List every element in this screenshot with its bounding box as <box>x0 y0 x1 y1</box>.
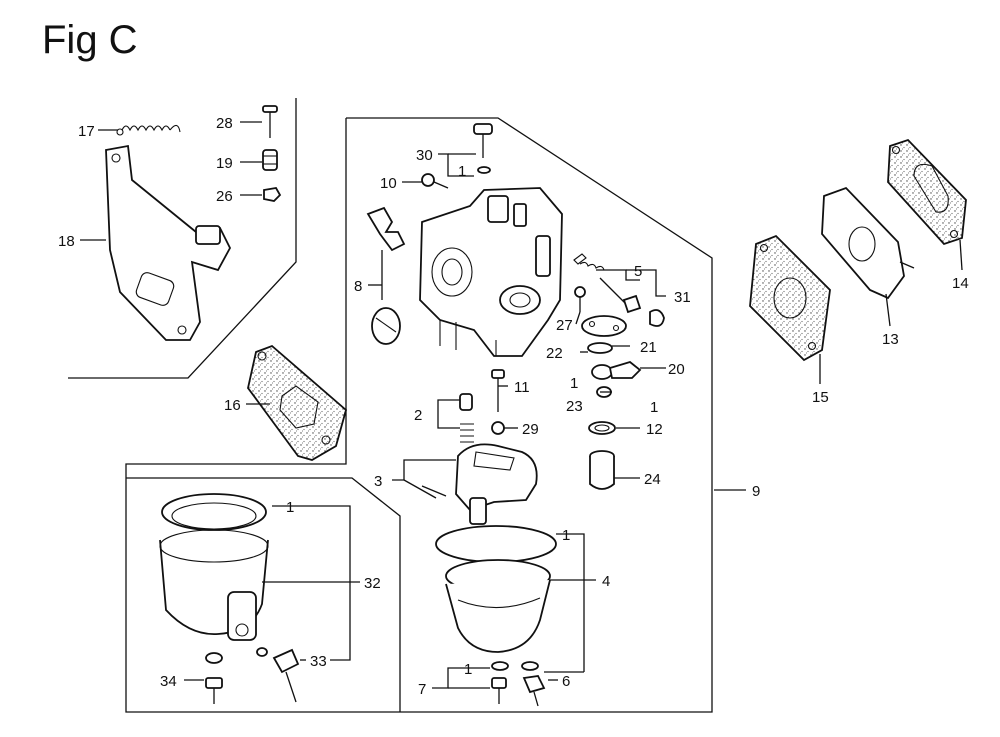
callout-16: 16 <box>224 397 241 414</box>
callout-9: 9 <box>752 483 760 500</box>
callout-29: 29 <box>522 421 539 438</box>
set-screw-part <box>574 286 586 312</box>
nut-part <box>263 187 282 202</box>
washer-part <box>588 421 616 435</box>
insulator-gasket-part <box>247 344 348 461</box>
callout-1-gasket: 1 <box>562 527 570 544</box>
callout-11: 11 <box>514 379 530 396</box>
callout-3: 3 <box>374 473 382 490</box>
callout-31: 31 <box>674 289 691 306</box>
bowl-group-boundary <box>126 477 401 712</box>
drain-bolt-part <box>589 450 615 490</box>
callout-15: 15 <box>812 389 829 406</box>
callout-8: 8 <box>354 278 362 295</box>
callout-30: 30 <box>416 147 433 164</box>
float-arm-part <box>591 361 642 380</box>
bowl-screw-left-part <box>491 661 509 704</box>
idle-screw-part <box>573 253 642 314</box>
bowl-screw-right-part <box>521 661 546 707</box>
callout-19: 19 <box>216 155 233 172</box>
callout-27: 27 <box>556 317 573 334</box>
main-jet-part <box>491 421 505 435</box>
leader-lines <box>80 121 963 689</box>
callout-10: 10 <box>380 175 397 192</box>
callout-33: 33 <box>310 653 327 670</box>
figure-title: Fig C <box>42 18 138 62</box>
air-cleaner-gasket-part <box>887 138 967 246</box>
callout-32: 32 <box>364 575 381 592</box>
float-chamber-part <box>435 525 557 653</box>
choke-valve-part <box>366 206 406 345</box>
part-drawings <box>105 105 967 707</box>
callout-labels: 17 28 19 26 18 16 30 1 10 8 5 31 27 21 2… <box>58 115 969 698</box>
callout-7: 7 <box>418 681 426 698</box>
callout-1-pilot: 1 <box>458 163 466 180</box>
callout-4: 4 <box>602 573 610 590</box>
spring-part <box>116 124 181 136</box>
collar-part <box>262 149 278 171</box>
callout-12: 12 <box>646 421 663 438</box>
callout-5: 5 <box>634 263 642 280</box>
group-boundaries <box>68 98 713 713</box>
callout-14: 14 <box>952 275 969 292</box>
callout-13: 13 <box>882 331 899 348</box>
bracket-screw-part <box>262 105 278 138</box>
carburetor-group-boundary <box>125 117 713 713</box>
needle-jet-part <box>491 369 505 412</box>
carburetor-body-part <box>419 187 563 357</box>
bowl-nut-bolt-part <box>205 652 223 704</box>
callout-1-washer: 1 <box>650 399 658 416</box>
throttle-stop-screw-part <box>421 173 449 189</box>
callout-6: 6 <box>562 673 570 690</box>
callout-2: 2 <box>414 407 422 424</box>
callout-22: 22 <box>546 345 563 362</box>
callout-23: 23 <box>566 398 583 415</box>
drain-screw-part <box>256 647 300 703</box>
callout-26: 26 <box>216 188 233 205</box>
clip-part <box>649 309 665 327</box>
callout-1-screw: 1 <box>464 661 472 678</box>
carburetor-gasket-part <box>749 234 831 362</box>
callout-24: 24 <box>644 471 661 488</box>
bracket-plate-part <box>105 144 232 341</box>
callout-18: 18 <box>58 233 75 250</box>
bracket-group-boundary <box>68 98 297 379</box>
callout-34: 34 <box>160 673 177 690</box>
adjusting-spring-part <box>459 393 474 443</box>
callout-1-nut: 1 <box>570 375 578 392</box>
o-ring-part <box>587 342 613 354</box>
float-part <box>421 443 538 525</box>
large-bowl-part <box>159 493 269 641</box>
callout-17: 17 <box>78 123 95 140</box>
callout-21: 21 <box>640 339 657 356</box>
callout-1-bowl: 1 <box>286 499 294 516</box>
float-valve-plate-part <box>581 315 627 337</box>
callout-20: 20 <box>668 361 685 378</box>
callout-28: 28 <box>216 115 233 132</box>
insulator-part <box>821 186 915 300</box>
pilot-screw-part <box>473 123 493 174</box>
